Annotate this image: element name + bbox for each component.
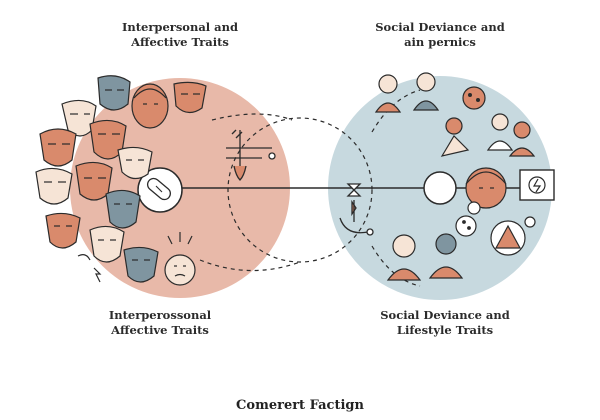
pill-icon: [455, 215, 477, 237]
label-bottom-right-line2: Lifestyle Traits: [396, 323, 494, 337]
label-bottom-left: Interperossonal Affective Traits: [60, 308, 260, 338]
dashed-arc-top-left: [211, 113, 293, 121]
mask-icon: [35, 167, 73, 205]
face-icon: [164, 254, 196, 286]
person-icon: [428, 233, 464, 279]
lightning-icon: [77, 254, 102, 283]
dashed-central-circle: [227, 117, 373, 263]
person-icon: [412, 72, 440, 111]
people-cluster: [374, 72, 555, 281]
mask-icon: [105, 189, 141, 229]
person-icon: [508, 121, 536, 157]
figure-title: Comerert Factign: [236, 398, 364, 413]
label-top-right-line2: ain pernics: [404, 35, 476, 49]
crack-icon: [490, 220, 526, 256]
face-icon: [131, 83, 169, 129]
mask-icon: [45, 212, 81, 249]
mask-cluster: [35, 75, 207, 286]
label-top-right-line1: Social Deviance and: [375, 20, 505, 34]
person-icon: [374, 74, 402, 113]
bubble-icon: [524, 216, 536, 228]
hourglass-icon: [339, 183, 374, 236]
label-top-left-line1: Interpersonal and: [121, 20, 239, 34]
mask-icon: [117, 146, 153, 180]
right-node-circle: [423, 171, 457, 205]
mask-icon: [123, 246, 159, 283]
label-bottom-left-line2: Affective Traits: [111, 323, 209, 337]
person-icon: [386, 234, 422, 281]
lightning-icon: [519, 169, 555, 201]
label-bottom-right: Social Deviance and Lifestyle Traits: [345, 308, 545, 338]
face-icon: [465, 167, 507, 209]
label-bottom-right-line1: Social Deviance and: [380, 308, 510, 322]
dashed-arc-bottom-left: [199, 259, 301, 272]
pill-icon: [137, 167, 183, 213]
mask-icon: [39, 128, 77, 167]
mask-icon: [97, 75, 131, 111]
balance-icon: [226, 129, 276, 181]
label-top-left-line2: Affective Traits: [131, 35, 229, 49]
person-icon: [440, 117, 470, 157]
label-top-left: Interpersonal and Affective Traits: [80, 20, 280, 50]
label-top-right: Social Deviance and ain pernics: [335, 20, 545, 50]
label-bottom-left-line1: Interperossonal: [108, 308, 212, 322]
mask-icon: [173, 81, 207, 114]
bubble-icon: [467, 201, 481, 215]
crack-icon: [167, 232, 193, 245]
brain-icon: [462, 86, 486, 110]
mask-icon: [89, 225, 125, 263]
person-icon: [486, 113, 514, 151]
